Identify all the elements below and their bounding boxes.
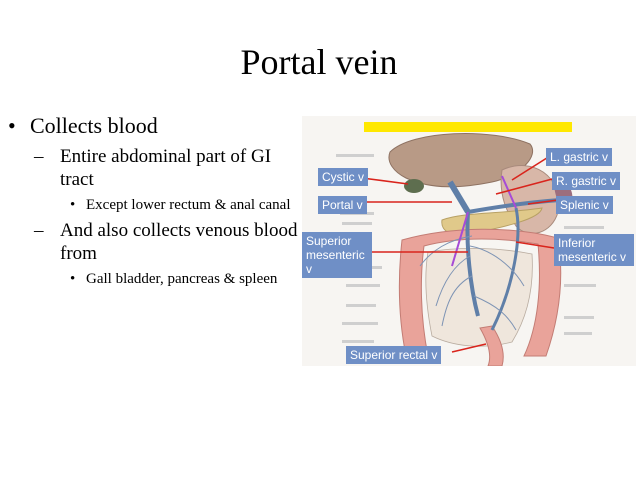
bullet-text: Entire abdominal part of GI tract [60, 146, 272, 190]
bullet-text: Collects blood [30, 113, 158, 138]
callout-superior-mesenteric: Superior mesenteric v [302, 232, 372, 278]
bullet-text: Except lower rectum & anal canal [86, 197, 291, 213]
bullet-marker: – [34, 146, 44, 167]
bullet-marker: – [34, 220, 44, 241]
bullet-collects-blood: • Collects blood [8, 112, 298, 139]
callout-superior-rectal: Superior rectal v [346, 346, 442, 364]
bullet-also-collects: – And also collects venous blood from [8, 219, 298, 265]
bullet-text: Gall bladder, pancreas & spleen [86, 271, 278, 287]
bullet-marker: • [8, 113, 16, 138]
callout-cystic: Cystic v [318, 168, 368, 186]
callout-inferior-mesenteric: Inferior mesenteric v [554, 234, 634, 266]
bullet-entire-gi-tract: – Entire abdominal part of GI tract [8, 145, 298, 191]
gallbladder-shape [404, 179, 424, 193]
purple-vein-highlight [451, 211, 469, 267]
bullet-gall-bladder: • Gall bladder, pancreas & spleen [8, 270, 298, 289]
callout-l-gastric: L. gastric v [546, 148, 613, 166]
yellow-highlight [364, 122, 572, 132]
bullet-except-rectum: • Except lower rectum & anal canal [8, 196, 298, 215]
callout-portal: Portal v [318, 196, 367, 214]
portal-vein [447, 180, 471, 214]
slide-title: Portal vein [240, 42, 398, 82]
bullet-list: • Collects blood – Entire abdominal part… [8, 112, 298, 293]
rectum-shape [479, 325, 504, 366]
mesenteric-branches [419, 235, 525, 331]
callout-splenic: Splenic v [556, 196, 613, 214]
bullet-text: And also collects venous blood from [60, 220, 298, 264]
mesentery-shape [425, 248, 533, 347]
superior-mesenteric-vein [465, 211, 480, 317]
bullet-marker: • [70, 271, 76, 287]
pointer-lines [361, 155, 559, 353]
portal-system-diagram: L. gastric v Cystic v R. gastric v Porta… [302, 116, 636, 366]
bullet-marker: • [70, 197, 76, 213]
callout-r-gastric: R. gastric v [552, 172, 621, 190]
inferior-mesenteric-vein [490, 207, 520, 331]
purple-vein-highlight [501, 175, 517, 209]
